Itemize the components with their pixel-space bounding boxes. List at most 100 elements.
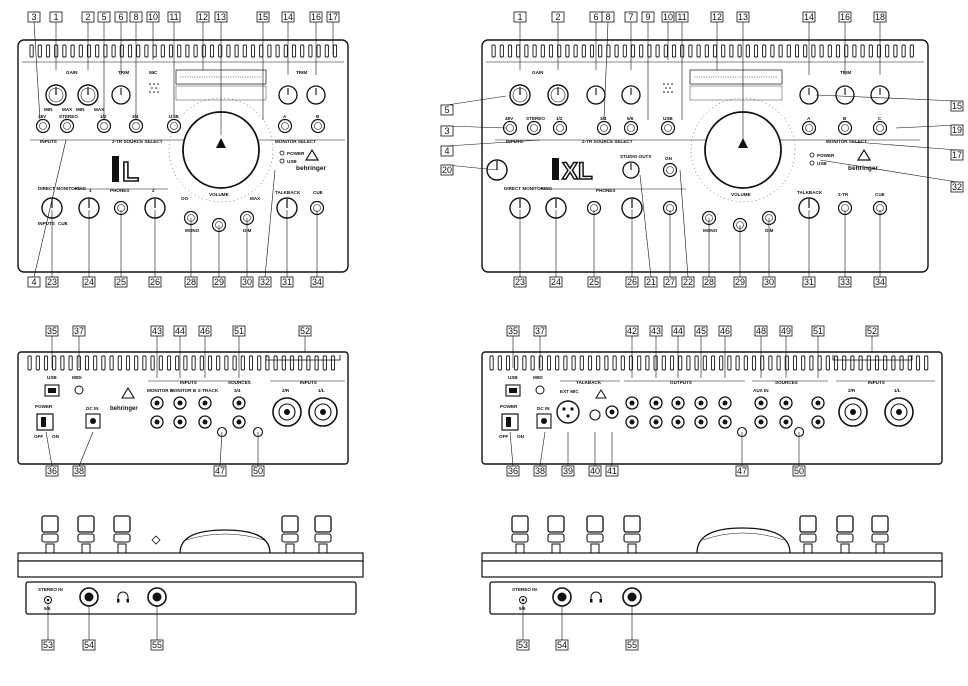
monitor-a-button[interactable]: [277, 118, 293, 134]
callout-number: 46: [200, 326, 210, 336]
callout-number: 50: [794, 466, 804, 476]
output-jack[interactable]: [754, 415, 768, 429]
stereo-button[interactable]: [59, 118, 75, 134]
stereo-in-jack-xl[interactable]: [519, 596, 527, 604]
output-jack[interactable]: [671, 415, 685, 429]
monitor-b-button[interactable]: [310, 118, 326, 134]
power-led-xl: [809, 152, 815, 158]
callout-number: 25: [116, 277, 126, 287]
phones-1-jack[interactable]: [79, 587, 99, 607]
output-jack[interactable]: [718, 415, 732, 429]
callout-33: 33: [838, 210, 852, 288]
output-jack[interactable]: [694, 415, 708, 429]
output-jack[interactable]: [625, 415, 639, 429]
callout-number: 21: [646, 277, 656, 287]
trim-knob-2-xl[interactable]: [621, 85, 641, 105]
source-34-button-xl[interactable]: [596, 120, 612, 136]
callout-52: 52: [865, 325, 879, 352]
monitor-a-button-xl[interactable]: [801, 120, 817, 136]
callout-8: 8: [601, 11, 615, 121]
trim-knob-1-xl[interactable]: [586, 85, 606, 105]
phantom-48v-button[interactable]: [35, 118, 51, 134]
source-34-jack[interactable]: [232, 396, 246, 410]
usb-source-button-xl[interactable]: [660, 120, 676, 136]
callout-8: 8: [129, 11, 143, 120]
output-jack[interactable]: [811, 415, 825, 429]
ext-mic-xlr-input[interactable]: [556, 400, 580, 424]
phones-cue-button[interactable]: [113, 200, 129, 216]
source-56-button-xl[interactable]: [623, 120, 639, 136]
gain-knob-1-xl[interactable]: [509, 84, 531, 106]
callout-46: 46: [198, 325, 212, 378]
trim-knob-a[interactable]: [278, 85, 298, 105]
trim-knob[interactable]: [111, 85, 131, 105]
studio-outs-knob-xl[interactable]: [622, 161, 640, 179]
monitor-b-button-xl[interactable]: [837, 120, 853, 136]
output-jack[interactable]: [671, 396, 685, 410]
ext-mic-phantom-button[interactable]: [589, 409, 601, 421]
studio-outs-on-button-xl[interactable]: [662, 162, 678, 178]
trim-knob-c-xl[interactable]: [870, 85, 890, 105]
output-jack[interactable]: [811, 396, 825, 410]
callout-number: 10: [663, 12, 673, 22]
output-jack[interactable]: [779, 396, 793, 410]
callout-number: 23: [47, 277, 57, 287]
output-jack[interactable]: [718, 396, 732, 410]
callout-number: 46: [720, 326, 730, 336]
monitor-a-label-xl: A: [807, 116, 811, 121]
callout-number: 30: [242, 277, 252, 287]
callout-number: 49: [781, 326, 791, 336]
trim-knob-b[interactable]: [306, 85, 326, 105]
two-track-jack[interactable]: [198, 396, 212, 410]
callout-36: 36: [506, 431, 520, 477]
source-12-button-xl[interactable]: [552, 120, 568, 136]
phones-2-knob-xl[interactable]: [621, 197, 643, 219]
callout-number: 10: [148, 12, 158, 22]
gain-knob-2-xl[interactable]: [547, 84, 569, 106]
trim-knob-b-xl[interactable]: [835, 85, 855, 105]
monitor-b-jack-2[interactable]: [173, 415, 187, 429]
phones-2-jack-xl[interactable]: [622, 587, 642, 607]
output-jack[interactable]: [649, 396, 663, 410]
combo-input-2-xl[interactable]: [838, 397, 868, 427]
model-logo-xl: XL: [552, 157, 593, 186]
midi-port-xl[interactable]: [535, 385, 545, 395]
behringer-logo-xl: behringer: [848, 148, 878, 172]
combo-input-1-xl[interactable]: [884, 397, 914, 427]
two-track-jack-2[interactable]: [198, 415, 212, 429]
gain-knob-1[interactable]: [45, 84, 67, 106]
midi-port[interactable]: [74, 385, 84, 395]
callout-9: 9: [641, 11, 655, 120]
monitor-a-jack-2[interactable]: [150, 415, 164, 429]
combo-input-1[interactable]: [308, 397, 338, 427]
trim-knob-a-xl[interactable]: [799, 85, 819, 105]
callout-47: 47: [735, 432, 749, 477]
usb-source-button[interactable]: [166, 118, 182, 134]
callout-number: 14: [283, 12, 293, 22]
combo-input-2[interactable]: [272, 397, 302, 427]
source-12-button[interactable]: [96, 118, 112, 134]
phones-1-jack-xl[interactable]: [552, 587, 572, 607]
stereo-button-xl[interactable]: [526, 120, 542, 136]
output-jack[interactable]: [625, 396, 639, 410]
callout-21: 21: [639, 174, 658, 288]
output-jack[interactable]: [694, 396, 708, 410]
source-34-button[interactable]: [128, 118, 144, 134]
monitor-b-jack[interactable]: [173, 396, 187, 410]
output-jack[interactable]: [779, 415, 793, 429]
talkback-output-jack[interactable]: [605, 405, 619, 419]
callout-12: 12: [196, 11, 210, 70]
callout-29: 29: [733, 225, 747, 288]
output-jack[interactable]: [649, 415, 663, 429]
output-jack[interactable]: [754, 396, 768, 410]
gain-knob-2[interactable]: [77, 84, 99, 106]
callout-number: 2: [555, 12, 560, 22]
phones-2-cue-button-xl[interactable]: [662, 200, 678, 216]
monitor-a-jack[interactable]: [150, 396, 164, 410]
stereo-in-jack[interactable]: [44, 596, 52, 604]
monitor-c-button-xl[interactable]: [872, 120, 888, 136]
monitor-b-label: B: [316, 114, 320, 119]
usb-source-label-xl: USB: [663, 116, 673, 121]
source-34-jack-2[interactable]: [232, 415, 246, 429]
phones-2-jack[interactable]: [147, 587, 167, 607]
